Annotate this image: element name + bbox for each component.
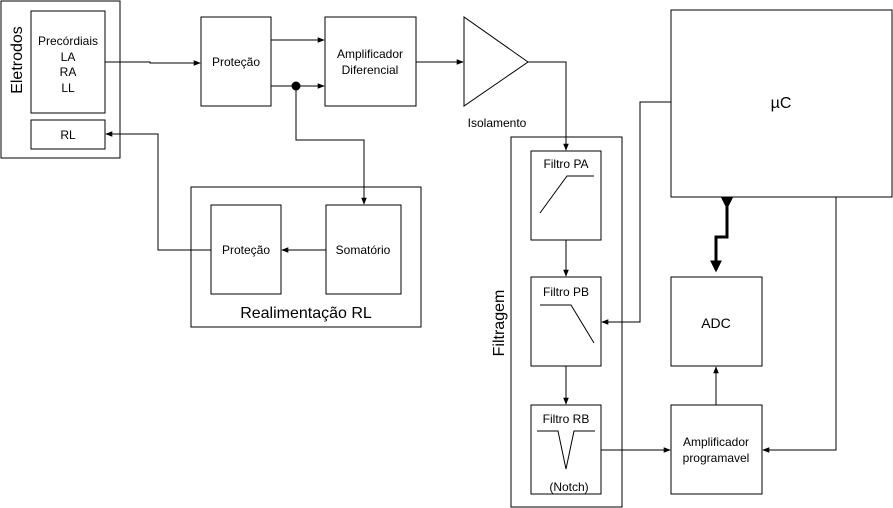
amp-programavel-label-1: Amplificador — [683, 435, 749, 449]
wire-protecao-to-rl — [105, 131, 211, 251]
isolamento-label: Isolamento — [468, 116, 527, 130]
wire-isolamento-to-filtro-pa — [528, 61, 569, 151]
wire-electrodes-to-protecao — [105, 60, 201, 66]
eletrodos-label: Eletrodos — [9, 26, 26, 94]
filtro-rb-label: Filtro RB — [543, 412, 590, 426]
protecao-input-label: Proteção — [212, 55, 260, 69]
highpass-response-icon — [539, 175, 594, 214]
notch-response-icon — [537, 430, 595, 470]
somatorio-label: Somatório — [336, 243, 391, 257]
ll-label: LL — [61, 81, 75, 95]
wire-junction-to-somatorio — [295, 86, 367, 205]
amp-diferencial-label-2: Diferencial — [342, 63, 399, 77]
filtro-pb-label: Filtro PB — [543, 285, 589, 299]
filtro-pa-label: Filtro PA — [543, 157, 588, 171]
wire-uc-to-amp-prog — [762, 197, 837, 453]
uc-label: µC — [771, 95, 792, 112]
notch-label: (Notch) — [549, 480, 588, 494]
wire-uc-to-filtro-pb — [601, 101, 671, 325]
ra-label: RA — [60, 65, 77, 79]
somatorio-block — [325, 204, 402, 295]
realimentacao-label: Realimentação RL — [240, 305, 372, 322]
protecao-feedback-block — [210, 204, 282, 295]
amp-programavel-block — [670, 404, 763, 495]
bus-adc-uc — [710, 197, 733, 273]
adc-label: ADC — [701, 315, 731, 331]
filtro-pb-block — [530, 276, 602, 367]
amp-programavel-label-2: programavel — [683, 451, 750, 465]
precordiais-label: Precórdiais — [38, 34, 98, 48]
adc-block — [670, 276, 763, 367]
filtro-rb-block — [530, 404, 602, 495]
protecao-input-block — [200, 16, 272, 107]
filtragem-label: Filtragem — [491, 290, 508, 357]
lowpass-response-icon — [540, 304, 595, 344]
amp-diferencial-label-1: Amplificador — [337, 47, 403, 61]
rl-block — [30, 119, 106, 150]
la-label: LA — [61, 50, 76, 64]
uc-block — [670, 9, 893, 198]
isolamento-amplifier — [463, 16, 529, 107]
amp-diferencial-block — [324, 16, 417, 107]
rl-label: RL — [60, 128, 76, 142]
protecao-feedback-label: Proteção — [222, 243, 270, 257]
precordiais-block — [30, 10, 106, 114]
